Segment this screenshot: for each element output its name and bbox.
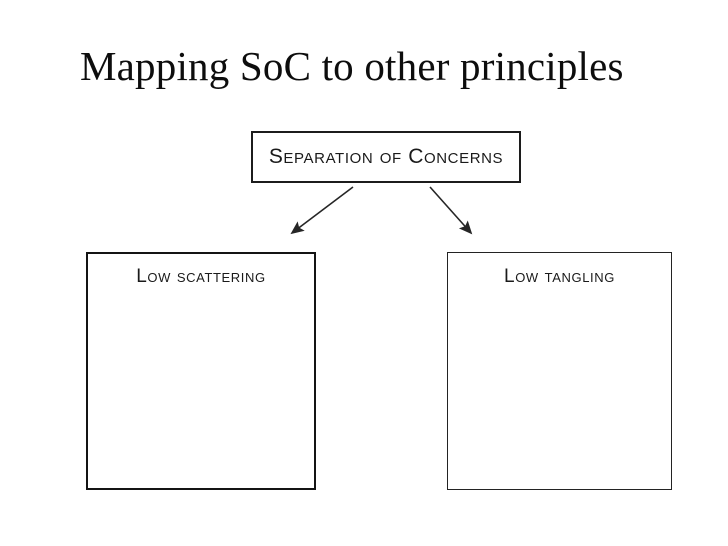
- node-separation-of-concerns[interactable]: Separation of Concerns: [251, 131, 521, 183]
- node-low-tangling[interactable]: Low tangling: [447, 252, 672, 490]
- node-low-scattering[interactable]: Low scattering: [86, 252, 316, 490]
- node-label-separation-of-concerns: Separation of Concerns: [268, 145, 504, 168]
- node-label-low-scattering: Low scattering: [136, 266, 266, 287]
- arrow-to-low-scattering: [290, 186, 354, 235]
- node-label-low-tangling: Low tangling: [504, 266, 615, 287]
- arrow-to-low-tangling: [429, 186, 473, 235]
- page-title: Mapping SoC to other principles: [80, 43, 624, 89]
